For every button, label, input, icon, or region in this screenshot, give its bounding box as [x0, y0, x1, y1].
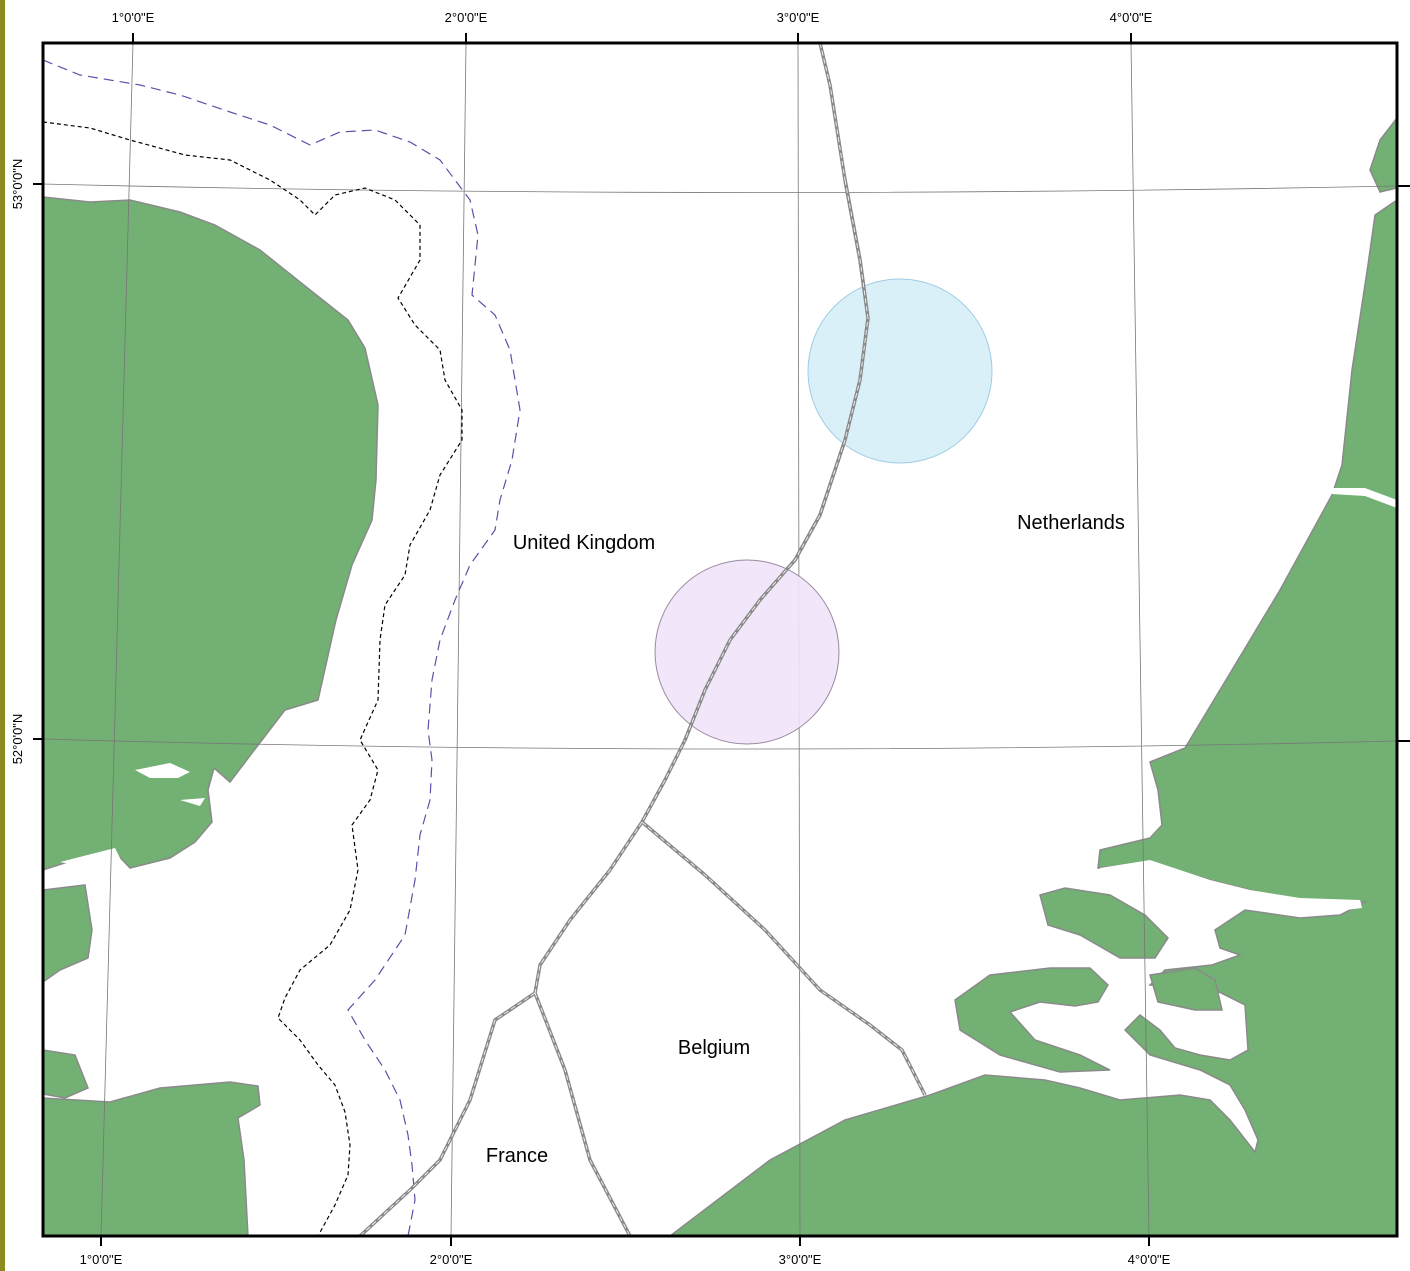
lon-label-top: 3°0'0"E	[777, 10, 820, 25]
lon-label-bottom: 4°0'0"E	[1128, 1252, 1171, 1267]
graticule	[43, 43, 1397, 1236]
lon-label-top: 4°0'0"E	[1110, 10, 1153, 25]
lon-label-top: 1°0'0"E	[112, 10, 155, 25]
label-france: France	[486, 1145, 548, 1167]
map-frame	[41, 41, 1399, 1238]
highlight-circle-purple[interactable]	[654, 559, 840, 745]
label-netherlands: Netherlands	[1017, 512, 1125, 534]
contour-line-black	[43, 121, 463, 1236]
left-edge-strip	[0, 0, 5, 1271]
lat-label: 52°0'0"N	[10, 714, 25, 765]
land-zeeland-island	[1039, 887, 1169, 959]
land-zeeland-island	[954, 967, 1111, 1073]
estuary-inlet	[60, 848, 120, 866]
land-netherlands-north	[1369, 116, 1397, 193]
parallel-53n	[43, 183, 1397, 193]
estuary-inlet	[180, 798, 205, 806]
meridian-4e	[1130, 43, 1150, 1236]
land-uk-east-anglia	[43, 196, 379, 871]
parallel-52n	[43, 738, 1397, 750]
lon-label-bottom: 1°0'0"E	[80, 1252, 123, 1267]
land-uk-kent	[43, 884, 93, 983]
label-united-kingdom: United Kingdom	[513, 532, 655, 554]
river-channel	[1100, 860, 1362, 915]
meridian-1e	[100, 43, 134, 1236]
estuary-inlet	[135, 763, 190, 778]
lon-label-top: 2°0'0"E	[445, 10, 488, 25]
river-channel	[1330, 488, 1397, 508]
eez-boundary-over-circles-inner	[684, 179, 869, 741]
land-zeeland-island	[1149, 967, 1223, 1011]
land-uk-south	[43, 1081, 261, 1236]
lat-label: 53°0'0"N	[10, 159, 25, 210]
lon-label-bottom: 3°0'0"E	[779, 1252, 822, 1267]
land-uk-kent-coast	[43, 1049, 89, 1099]
tick-marks	[33, 33, 1410, 1246]
map-content: United Kingdom Netherlands Belgium Franc…	[43, 43, 1397, 1236]
lon-label-bottom: 2°0'0"E	[430, 1252, 473, 1267]
label-belgium: Belgium	[678, 1037, 750, 1059]
contour-line-blue	[43, 59, 521, 1236]
meridian-2e	[450, 43, 467, 1236]
highlight-circle-blue[interactable]	[807, 278, 993, 464]
